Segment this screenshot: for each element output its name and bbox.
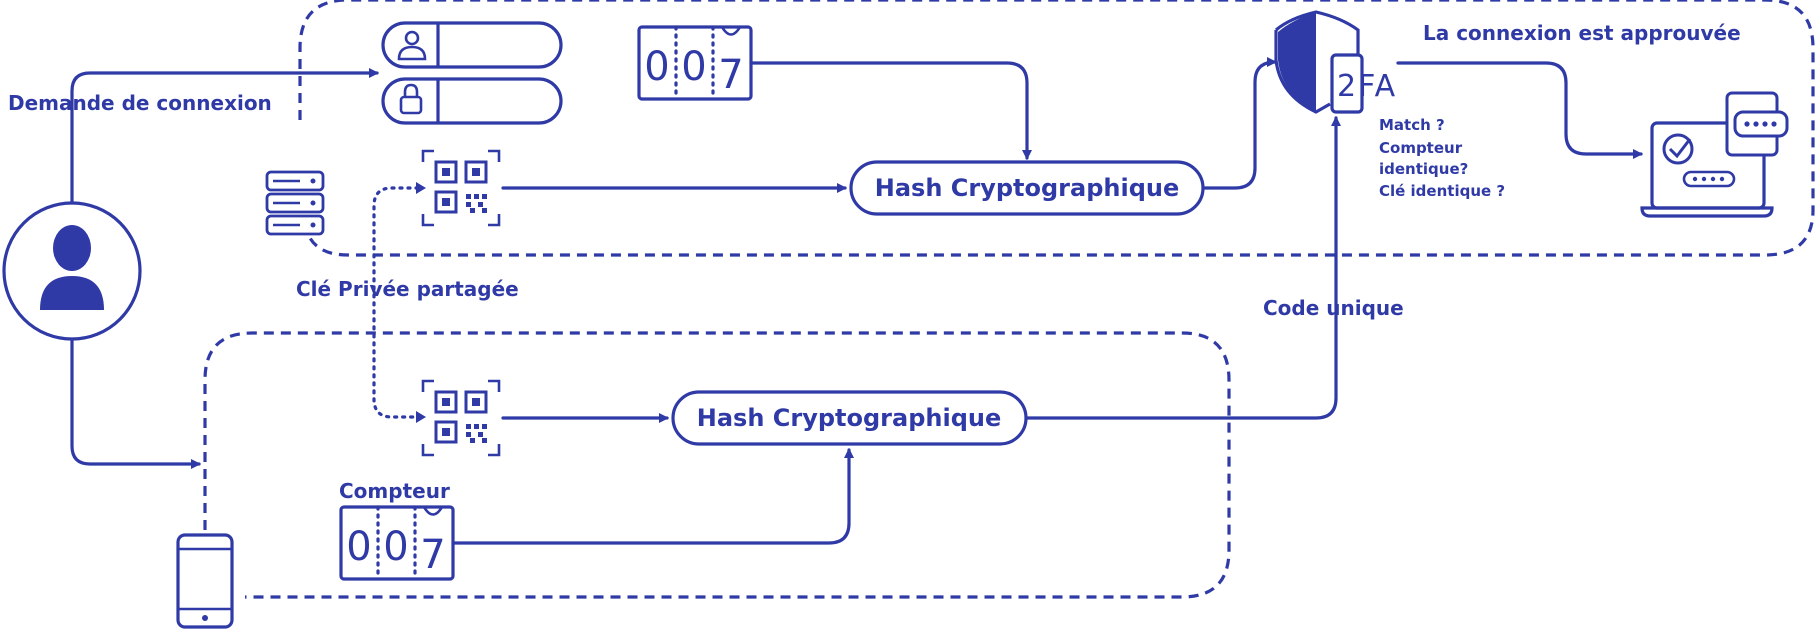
label-counter: Compteur [339, 479, 450, 503]
server-hash-box: Hash Cryptographique [849, 160, 1205, 216]
server-counter-arrow [749, 61, 1032, 160]
server-counter-digit-2: 0 [681, 44, 706, 90]
label-check-counter-2: identique? [1379, 160, 1468, 178]
server-region [298, 0, 1815, 257]
phone-counter-digit-2: 0 [383, 524, 408, 570]
username-field [381, 21, 563, 69]
twofa-label: 2FA [1337, 69, 1397, 104]
shared-key-link [372, 186, 420, 419]
label-shared-private-key: Clé Privée partagée [296, 277, 519, 301]
user-small-icon [397, 30, 427, 61]
phone-counter: 0 0 7 [339, 505, 455, 581]
label-check-key: Clé identique ? [1379, 182, 1505, 200]
password-field [381, 77, 563, 125]
label-connection-request: Demande de connexion [8, 91, 272, 115]
phone-counter-arrow [451, 448, 854, 545]
phone-hash-to-2fa-arrow [1024, 116, 1341, 420]
user-icon [2, 201, 142, 341]
phone-hash-box: Hash Cryptographique [671, 390, 1028, 446]
label-unique-code: Code unique [1263, 296, 1404, 320]
to-phone-arrow [70, 337, 201, 469]
label-connection-approved: La connexion est approuvée [1423, 21, 1741, 45]
qr-code-icon [421, 379, 501, 457]
label-check-counter: Compteur [1379, 139, 1463, 157]
server-counter-digit-3: 7 [718, 52, 743, 98]
server-hash-label: Hash Cryptographique [875, 174, 1180, 202]
phone-counter-digit-1: 0 [346, 524, 371, 570]
2fa-to-approval-arrow [1396, 61, 1643, 159]
server-hash-to-2fa-arrow [1201, 57, 1277, 190]
phone-hash-label: Hash Cryptographique [697, 404, 1002, 432]
shield-icon: 2FA [1274, 10, 1397, 114]
phone-region [203, 331, 1231, 599]
smartphone-icon [176, 533, 234, 629]
server-counter: 0 0 7 [637, 25, 753, 101]
server-icon [265, 170, 325, 236]
label-check-match: Match ? [1379, 116, 1445, 134]
connection-request-arrow [70, 68, 379, 205]
laptop-check-icon [1640, 121, 1774, 218]
server-counter-digit-1: 0 [644, 44, 669, 90]
phone-counter-digit-3: 7 [420, 532, 445, 578]
chat-bubble-icon [1725, 91, 1789, 157]
lock-icon [399, 83, 423, 115]
qr-code-icon [421, 149, 501, 227]
